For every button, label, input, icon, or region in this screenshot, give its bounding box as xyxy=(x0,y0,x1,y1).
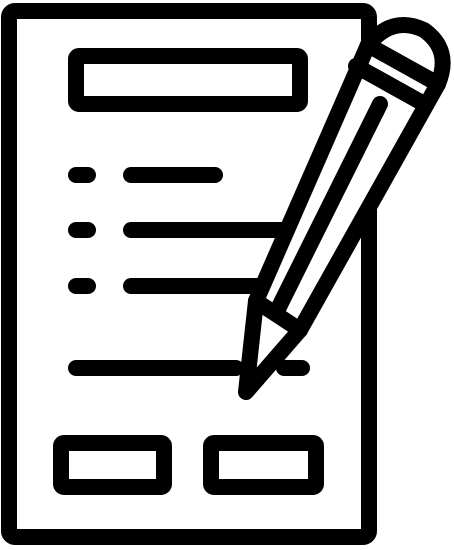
bullet-list-icon xyxy=(68,167,290,294)
left-box-icon xyxy=(53,435,172,495)
title-field-icon xyxy=(68,48,308,112)
pencil-eraser-icon xyxy=(360,17,451,92)
document-sheet-icon xyxy=(1,3,377,545)
pencil-tip-icon xyxy=(238,293,308,400)
right-box-icon xyxy=(203,435,324,495)
pencil-icon xyxy=(238,17,451,400)
